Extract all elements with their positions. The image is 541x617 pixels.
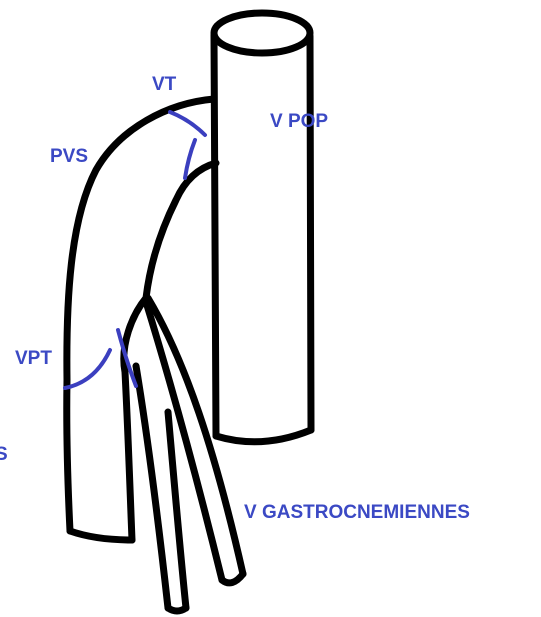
popliteal-vein-right-wall — [310, 36, 311, 430]
label-v-gastrocnemiennes: V GASTROCNEMIENNES — [244, 502, 470, 523]
saphenous-bottom — [70, 531, 132, 540]
popliteal-vein — [214, 13, 311, 442]
label-vpt: VPT — [15, 348, 52, 369]
label-v-pop: V POP — [270, 111, 328, 132]
gastrocnemius-vein-a-left — [136, 366, 168, 608]
gastrocnemius-vein-b-end — [222, 574, 243, 583]
gastrocnemius-vein-a-end — [168, 608, 186, 611]
valve-vt — [170, 112, 205, 135]
label-pvs: PVS — [50, 146, 88, 167]
gastrocnemius-veins — [136, 298, 243, 611]
popliteal-vein-top — [214, 13, 310, 53]
label-edge-fragment: S — [0, 444, 8, 465]
saphenous-inner-wall — [124, 163, 216, 540]
label-vt: VT — [152, 74, 177, 95]
popliteal-vein-bottom — [216, 430, 311, 442]
popliteal-vein-left-wall — [214, 35, 216, 436]
valve-vpt-left — [65, 350, 110, 388]
